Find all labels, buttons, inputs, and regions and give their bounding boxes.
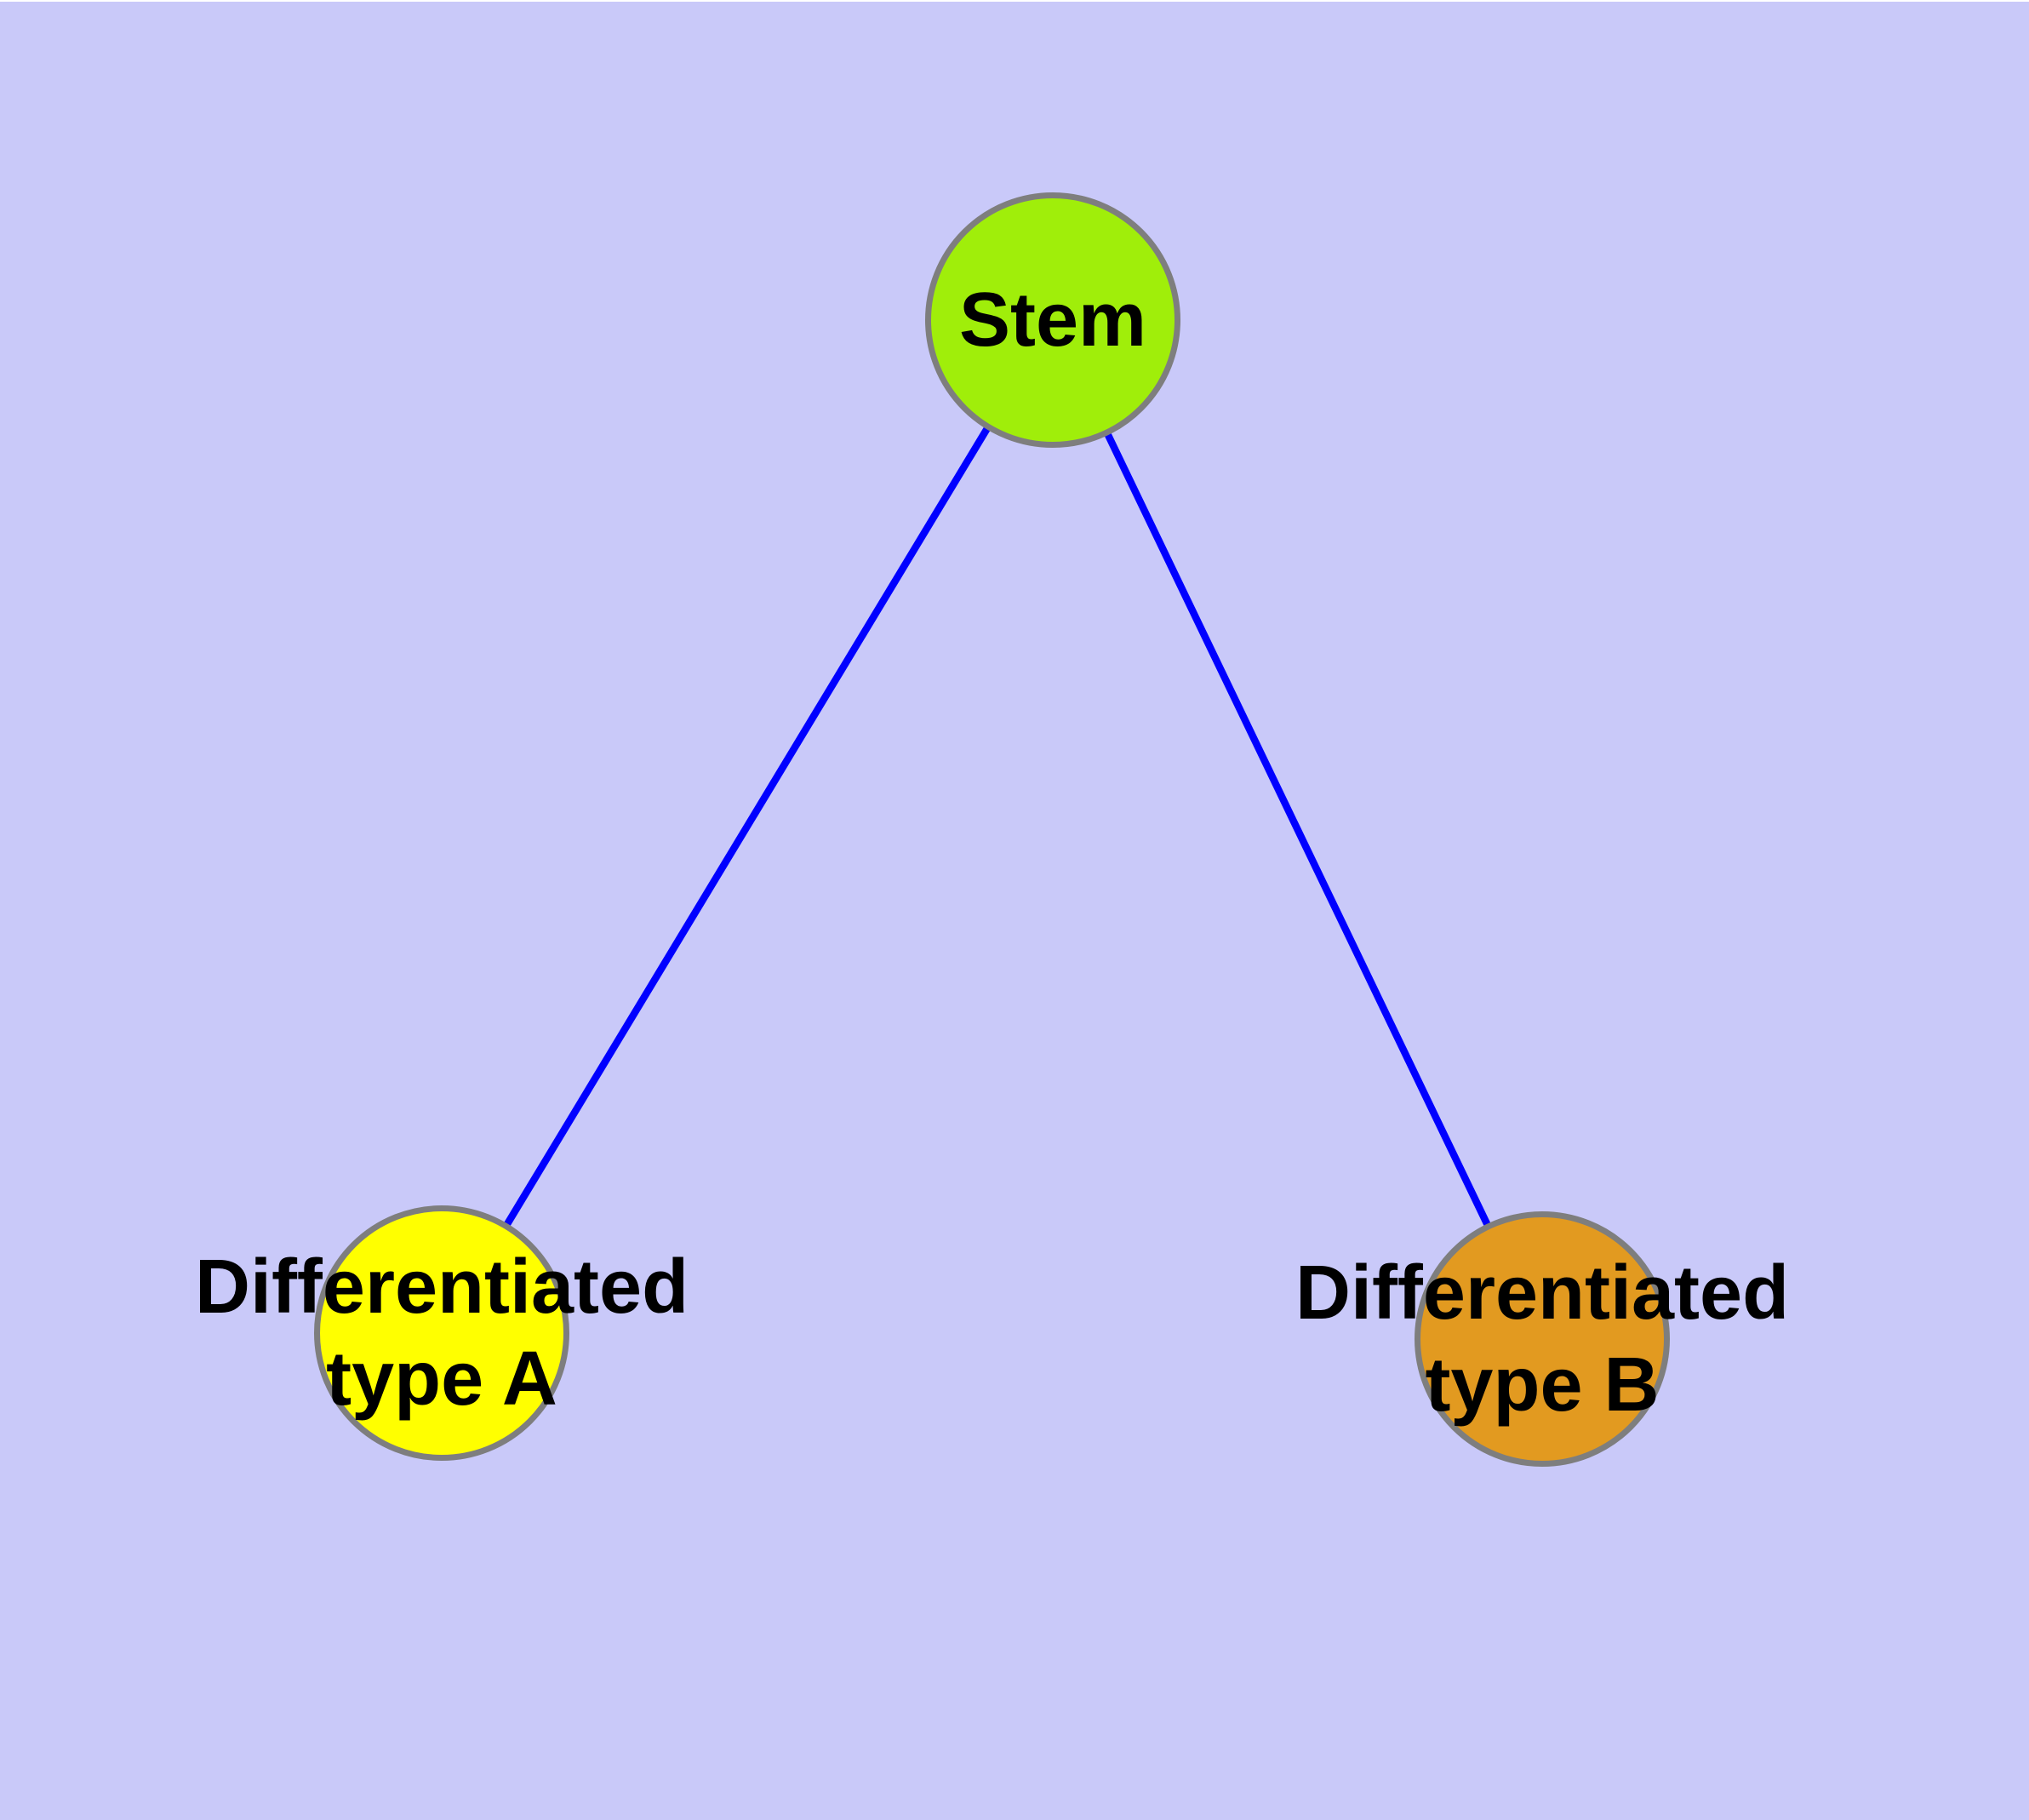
node-differentiated-type-b: Differentiated type B: [1295, 1211, 1789, 1467]
edge-stem-to-type-a: [438, 318, 1056, 1334]
node-differentiated-type-b-label: Differentiated type B: [1295, 1251, 1790, 1428]
node-stem: Stem: [925, 192, 1180, 448]
node-differentiated-type-a-label: Differentiated type A: [194, 1245, 689, 1422]
node-stem-label: Stem: [958, 278, 1147, 363]
node-differentiated-type-a: Differentiated type A: [195, 1205, 689, 1461]
edge-stem-to-type-b: [1049, 318, 1546, 1340]
